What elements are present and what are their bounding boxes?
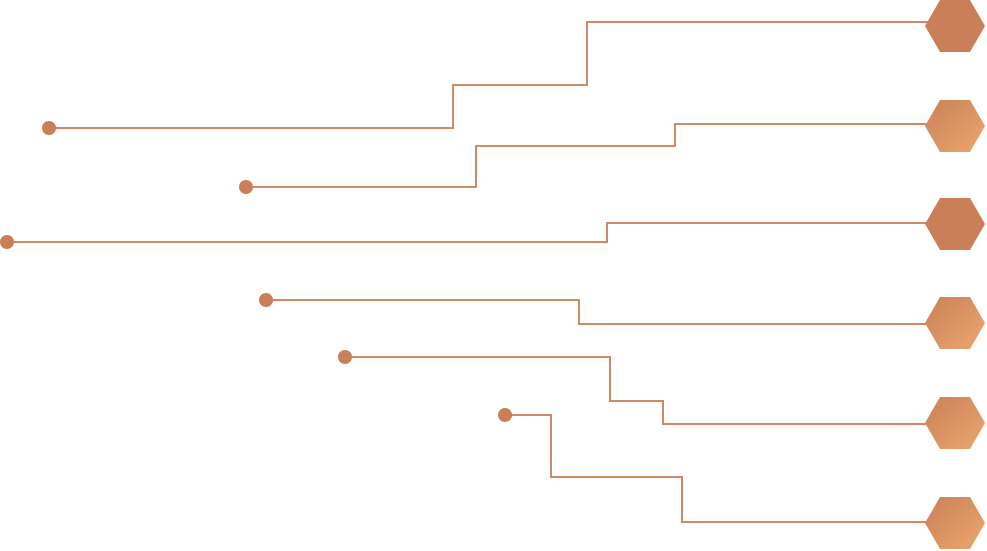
connector-line-6: [505, 414, 930, 523]
connector-hexagon-5: [925, 397, 985, 449]
connector-hexagon-4: [925, 297, 985, 349]
connector-dot-2: [239, 180, 253, 194]
connector-line-4: [266, 299, 930, 325]
connector-dot-5: [338, 350, 352, 364]
connector-line-3: [7, 222, 930, 243]
connector-line-1: [49, 21, 930, 129]
connector-dot-6: [498, 408, 512, 422]
connector-hexagon-3: [925, 198, 985, 250]
connector-dot-3: [0, 235, 14, 249]
connector-line-5: [345, 356, 930, 425]
connector-hexagon-1: [925, 0, 985, 52]
connector-hexagon-6: [925, 497, 985, 549]
connector-hexagon-2: [925, 100, 985, 152]
connector-dot-4: [259, 293, 273, 307]
connector-line-2: [246, 123, 930, 188]
connector-dot-1: [42, 121, 56, 135]
